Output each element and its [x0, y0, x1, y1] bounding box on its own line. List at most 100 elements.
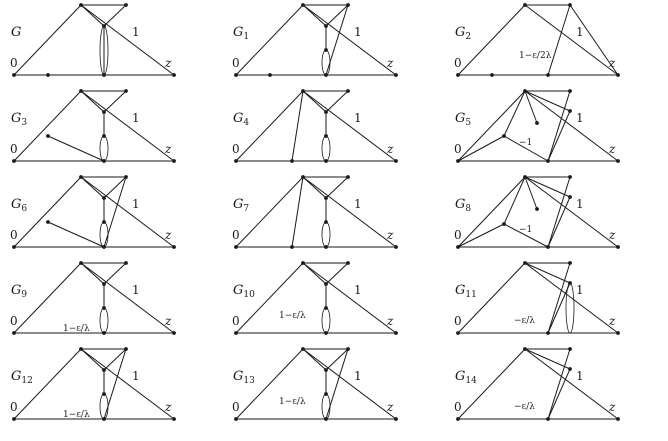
- edge: [103, 176, 127, 199]
- terminal-0-label: 0: [10, 314, 18, 328]
- edge: [457, 4, 526, 76]
- terminal-1-label: 1: [354, 111, 362, 125]
- edge: [457, 348, 526, 420]
- vertex: [394, 73, 398, 77]
- vertex: [324, 417, 328, 421]
- vertex: [346, 261, 350, 265]
- edge-weight-label: 1−ε/λ: [279, 311, 306, 321]
- vertex: [535, 121, 539, 125]
- vertex: [102, 306, 106, 310]
- edge: [524, 262, 619, 334]
- double-edge-loop: [321, 49, 331, 76]
- terminal-0-label: 0: [454, 400, 462, 414]
- terminal-1-label: 1: [354, 283, 362, 297]
- vertex: [456, 159, 460, 163]
- vertex: [234, 245, 238, 249]
- terminal-1-label: 1: [132, 25, 140, 39]
- terminal-0-label: 0: [232, 400, 240, 414]
- terminal-0-label: 0: [10, 228, 18, 242]
- edge: [80, 262, 175, 334]
- vertex: [301, 261, 305, 265]
- terminal-0-label: 0: [454, 314, 462, 328]
- vertex: [102, 159, 106, 163]
- edge-weight-label: 1−ε/λ: [279, 397, 306, 407]
- edge: [547, 348, 571, 420]
- edge: [325, 262, 349, 285]
- double-edge-loop: [565, 282, 575, 334]
- vertex: [324, 306, 328, 310]
- terminal-0-label: 0: [454, 228, 462, 242]
- double-edge-loop: [321, 393, 331, 420]
- graph-label: G2: [455, 25, 471, 42]
- terminal-z-label: z: [386, 142, 394, 156]
- vertex: [79, 3, 83, 7]
- edge: [524, 176, 538, 210]
- vertex: [568, 109, 572, 113]
- vertex: [568, 347, 572, 351]
- vertex: [616, 73, 620, 77]
- edge: [524, 90, 538, 124]
- terminal-1-label: 1: [354, 369, 362, 383]
- vertex: [324, 48, 328, 52]
- terminal-z-label: z: [164, 228, 172, 242]
- vertex: [324, 245, 328, 249]
- terminal-0-label: 0: [232, 228, 240, 242]
- edge-weight-label: −ε/λ: [514, 402, 535, 412]
- vertex: [102, 331, 106, 335]
- vertex: [535, 207, 539, 211]
- vertex: [79, 89, 83, 93]
- edge: [80, 176, 175, 248]
- graph-label: G7: [233, 197, 249, 214]
- vertex: [568, 3, 572, 7]
- terminal-1-label: 1: [132, 197, 140, 211]
- vertex: [616, 331, 620, 335]
- vertex: [124, 347, 128, 351]
- vertex: [46, 134, 50, 138]
- terminal-z-label: z: [164, 56, 172, 70]
- vertex: [102, 73, 106, 77]
- terminal-z-label: z: [608, 400, 616, 414]
- terminal-1-label: 1: [354, 197, 362, 211]
- edge: [569, 4, 619, 76]
- graph-label: G4: [233, 111, 249, 128]
- vertex: [546, 331, 550, 335]
- terminal-1-label: 1: [576, 369, 584, 383]
- vertex: [546, 245, 550, 249]
- vertex: [301, 175, 305, 179]
- edge: [302, 4, 397, 76]
- edge: [524, 176, 619, 248]
- vertex: [346, 3, 350, 7]
- edge: [13, 90, 82, 162]
- vertex: [234, 331, 238, 335]
- edge: [80, 4, 175, 76]
- vertex: [268, 73, 272, 77]
- edge: [524, 176, 571, 198]
- vertex: [172, 417, 176, 421]
- terminal-z-label: z: [386, 314, 394, 328]
- vertex: [172, 73, 176, 77]
- terminal-0-label: 0: [10, 142, 18, 156]
- vertex: [124, 261, 128, 265]
- edge: [524, 90, 571, 112]
- vertex: [102, 196, 106, 200]
- graph-label: G5: [455, 111, 471, 128]
- double-edge-loop: [321, 221, 331, 248]
- vertex: [234, 73, 238, 77]
- vertex: [102, 368, 106, 372]
- graph-label: G8: [455, 197, 471, 214]
- terminal-0-label: 0: [232, 314, 240, 328]
- edge: [302, 90, 397, 162]
- terminal-z-label: z: [164, 314, 172, 328]
- edge: [235, 262, 304, 334]
- double-edge-loop: [321, 307, 331, 334]
- vertex: [324, 368, 328, 372]
- vertex: [12, 417, 16, 421]
- edge: [302, 262, 397, 334]
- vertex: [324, 331, 328, 335]
- vertex: [290, 159, 294, 163]
- vertex: [490, 73, 494, 77]
